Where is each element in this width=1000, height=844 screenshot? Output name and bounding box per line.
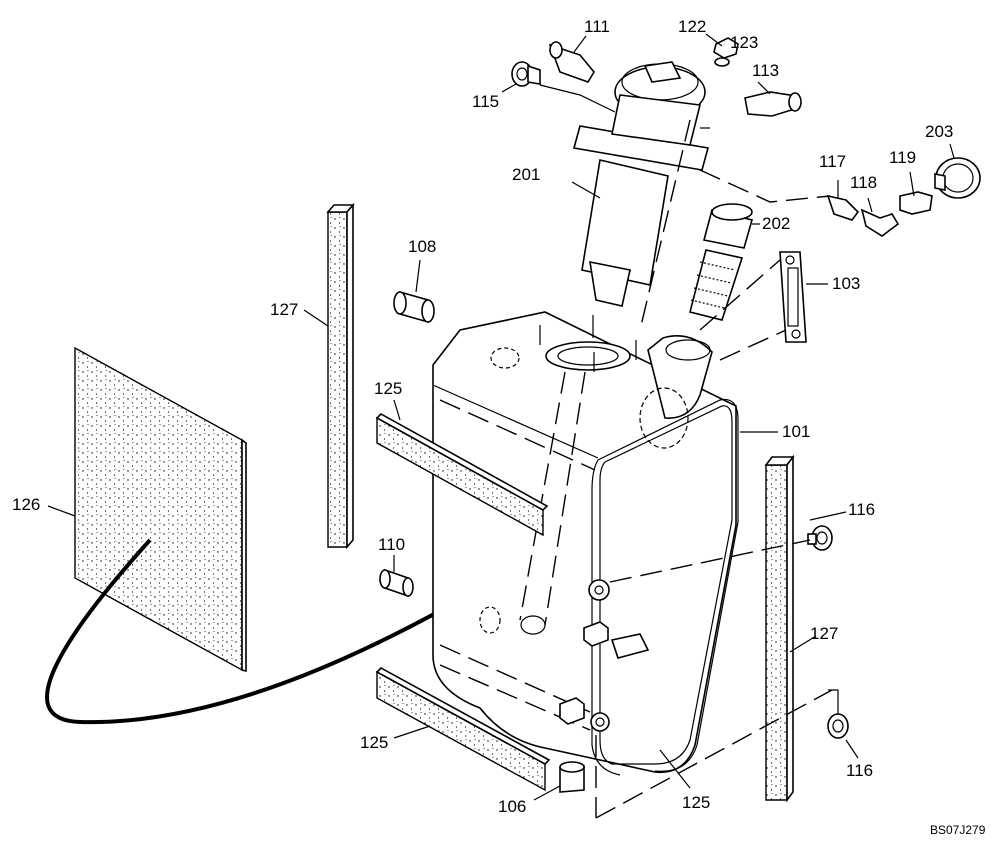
callout-119: 119 <box>889 148 916 167</box>
bushing-108 <box>393 290 435 324</box>
callout-115: 115 <box>472 92 499 111</box>
fitting-117 <box>826 194 860 221</box>
callout-125-bottom: 125 <box>682 793 710 812</box>
callout-101: 101 <box>782 422 810 441</box>
callout-labels: 111 122 123 113 115 203 117 119 118 201 … <box>12 17 986 837</box>
fitting-111 <box>548 41 595 83</box>
callout-203: 203 <box>925 122 953 141</box>
pressure-gauge-203 <box>934 157 981 199</box>
level-gauge-103 <box>779 251 807 343</box>
plug-116-lower <box>827 713 849 739</box>
foam-strip-125-upper <box>375 413 549 537</box>
return-filter-201 <box>572 61 710 307</box>
fitting-119 <box>899 191 933 215</box>
plug-115 <box>511 61 541 87</box>
assembly-dash-lines <box>595 119 833 819</box>
callout-201: 201 <box>512 165 540 184</box>
insulation-panel-126 <box>74 346 247 673</box>
callout-127-left: 127 <box>270 300 298 319</box>
fitting-113 <box>744 91 802 117</box>
callout-125-upper: 125 <box>374 379 402 398</box>
callout-123: 123 <box>730 33 758 52</box>
callout-202: 202 <box>762 214 790 233</box>
foam-strip-125-lower <box>375 667 551 792</box>
callout-113: 113 <box>752 61 779 80</box>
foam-strip-127-left <box>326 202 355 550</box>
callout-118: 118 <box>850 173 877 192</box>
bushing-110 <box>379 568 414 598</box>
callout-117: 117 <box>819 152 846 171</box>
callout-126: 126 <box>12 495 40 514</box>
callout-122: 122 <box>678 17 706 36</box>
callout-106: 106 <box>498 797 526 816</box>
callout-103: 103 <box>832 274 860 293</box>
callout-116-upper: 116 <box>848 500 875 519</box>
callout-125-lower: 125 <box>360 733 388 752</box>
hydraulic-tank-101 <box>432 311 739 776</box>
leader-lines <box>47 33 955 801</box>
callout-116-lower: 116 <box>846 761 873 780</box>
callout-108: 108 <box>408 237 436 256</box>
callout-110: 110 <box>378 535 405 554</box>
callout-127-right: 127 <box>810 624 838 643</box>
elbow-118 <box>860 208 900 237</box>
reference-code: BS07J279 <box>930 823 986 837</box>
callout-111: 111 <box>584 17 610 36</box>
nut-122 <box>713 37 739 59</box>
bushing-106 <box>559 761 585 793</box>
foam-strip-127-right <box>764 454 795 803</box>
plug-116-upper <box>807 525 833 551</box>
breather-202 <box>689 203 753 321</box>
washer-123 <box>714 57 730 67</box>
